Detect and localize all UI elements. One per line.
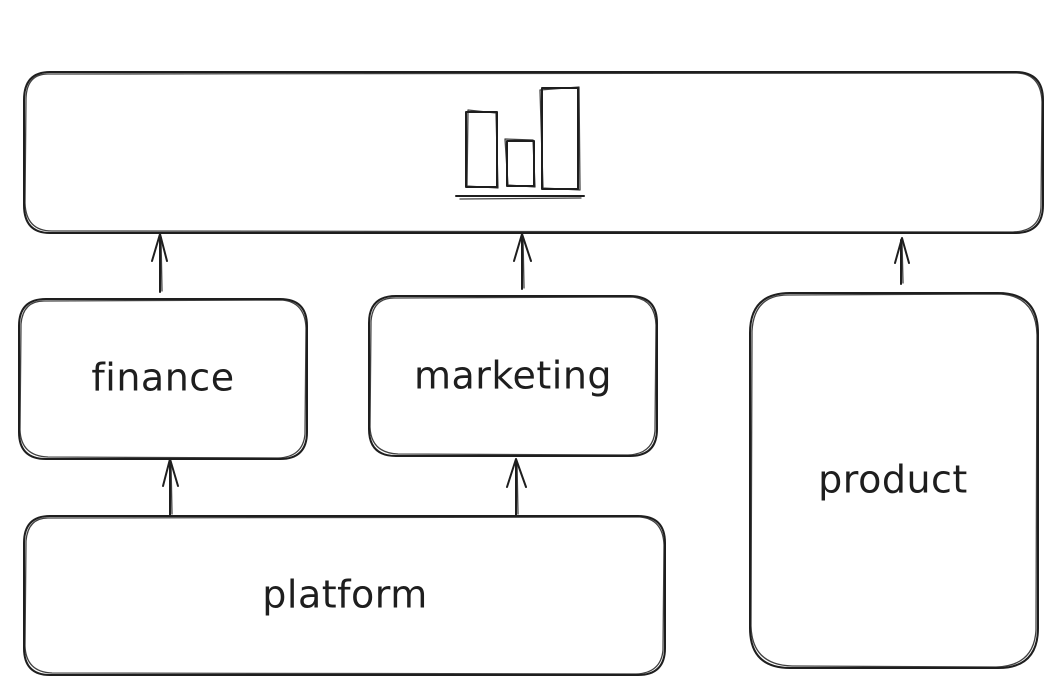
finance-node: finance [18, 298, 308, 460]
arrow-platform-to-finance [162, 458, 179, 516]
product-node: product [749, 292, 1039, 669]
arrow-marketing-to-dashboard [513, 233, 532, 290]
marketing-node: marketing [368, 295, 658, 457]
dashboard-box [23, 71, 1044, 234]
marketing-label: marketing [414, 354, 612, 398]
bar-chart-icon [455, 86, 585, 200]
platform-node: platform [23, 515, 666, 676]
arrow-product-to-dashboard [894, 237, 910, 285]
platform-label: platform [262, 573, 427, 617]
finance-label: finance [91, 356, 234, 400]
arrow-platform-to-marketing [506, 458, 527, 516]
product-label: product [818, 458, 968, 502]
arrow-finance-to-dashboard [151, 233, 168, 293]
